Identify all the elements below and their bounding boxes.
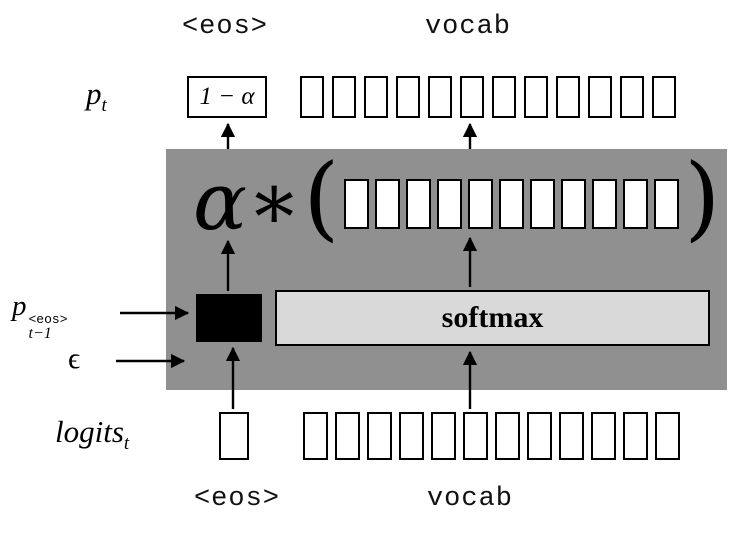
middle-vocab-cell-row	[344, 179, 680, 229]
logits-base: logits	[55, 414, 124, 449]
p-prev-subscript: t−1	[28, 325, 52, 342]
vocab-cell	[652, 76, 676, 118]
vocab-cell	[406, 179, 432, 229]
vocab-cell	[561, 179, 587, 229]
vocab-cell	[559, 412, 584, 460]
softmax-box: softmax	[275, 290, 710, 346]
eos-probability-black-box	[196, 294, 262, 342]
vocab-cell	[468, 179, 494, 229]
vocab-cell	[399, 412, 424, 460]
logits-label: logitst	[55, 414, 129, 455]
vocab-cell	[591, 412, 616, 460]
vocab-cell	[556, 76, 580, 118]
one-minus-alpha-box: 1 − α	[187, 76, 267, 118]
vocab-cell	[524, 76, 548, 118]
vocab-cell	[592, 179, 618, 229]
eos-label-bottom: <eos>	[193, 484, 280, 514]
p-t-label: pt	[86, 76, 107, 117]
alpha-expression: α∗ ( )	[193, 152, 720, 244]
vocab-cell	[219, 412, 249, 460]
p-prev-base: p	[12, 290, 27, 322]
one-minus-alpha-text: 1 − α	[199, 83, 255, 110]
vocab-cell	[364, 76, 388, 118]
vocab-label-top: vocab	[424, 12, 511, 42]
vocab-cell	[527, 412, 552, 460]
vocab-label-bottom: vocab	[426, 484, 513, 514]
vocab-cell	[492, 76, 516, 118]
vocab-cell	[344, 179, 370, 229]
eos-logit-cell	[219, 412, 249, 460]
vocab-cell	[499, 179, 525, 229]
alpha-star-symbol: α∗	[193, 155, 302, 248]
logits-subscript: t	[123, 433, 130, 455]
vocab-cell	[588, 76, 612, 118]
vocab-cell	[335, 412, 360, 460]
p-prev-scripts: <eos>t−1	[29, 313, 68, 342]
vocab-cell	[495, 412, 520, 460]
p-t-base: p	[86, 76, 102, 111]
vocab-cell	[303, 412, 328, 460]
vocab-cell	[654, 179, 680, 229]
close-paren: )	[684, 144, 721, 251]
vocab-cell	[428, 76, 452, 118]
top-vocab-cell-row	[300, 76, 676, 118]
eos-label-top: <eos>	[181, 12, 268, 42]
vocab-cell	[530, 179, 556, 229]
vocab-cell	[463, 412, 488, 460]
softmax-label: softmax	[441, 301, 544, 334]
vocab-cell	[300, 76, 324, 118]
vocab-cell	[332, 76, 356, 118]
vocab-cell	[396, 76, 420, 118]
p-prev-eos-label: p<eos>t−1	[12, 290, 68, 342]
vocab-cell	[655, 412, 680, 460]
vocab-cell	[375, 179, 401, 229]
vocab-cell	[623, 179, 649, 229]
vocab-cell	[623, 412, 648, 460]
bottom-vocab-cell-row	[303, 412, 680, 460]
p-prev-superscript: <eos>	[28, 312, 68, 327]
vocab-cell	[431, 412, 456, 460]
epsilon-label: ϵ	[68, 342, 81, 375]
open-paren: (	[303, 144, 340, 251]
vocab-cell	[437, 179, 463, 229]
p-t-subscript: t	[101, 95, 107, 117]
vocab-cell	[367, 412, 392, 460]
vocab-cell	[460, 76, 484, 118]
vocab-cell	[620, 76, 644, 118]
